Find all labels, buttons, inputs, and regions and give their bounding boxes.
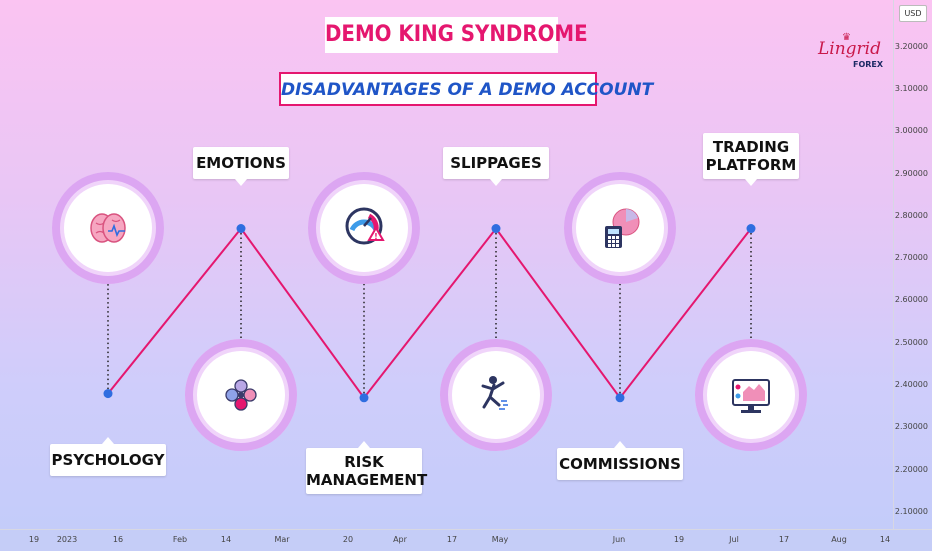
y-tick-label: 2.80000 <box>894 210 928 220</box>
point-label-text: SLIPPAGES <box>450 153 542 172</box>
x-tick-label: Aug <box>831 535 847 544</box>
icon-circle <box>185 339 297 451</box>
y-tick-label: 2.10000 <box>894 507 928 517</box>
svg-text:!: ! <box>374 232 378 241</box>
point-label-text: EMOTIONS <box>196 153 286 172</box>
crown-icon: ♛ <box>842 32 851 43</box>
y-tick-label: 2.50000 <box>894 337 928 347</box>
y-tick-label: 2.40000 <box>894 380 928 390</box>
monitor-chart-icon <box>732 379 770 413</box>
x-tick-label: May <box>491 535 509 544</box>
y-tick-label: 2.70000 <box>894 253 928 263</box>
logo-name: Lingrid <box>818 39 882 59</box>
point-label-text: COMMISSIONS <box>559 454 681 473</box>
chart-title: DEMO KING SYNDROME <box>325 17 588 53</box>
chart-subtitle: DISADVANTAGES OF A DEMO ACCOUNT <box>279 72 653 106</box>
point-label: EMOTIONS <box>193 146 289 186</box>
data-point <box>491 224 501 234</box>
x-tick-label: Feb <box>172 535 188 544</box>
x-tick-label: Jul <box>729 535 739 544</box>
point-label: PSYCHOLOGY <box>50 436 166 476</box>
icon-circle <box>564 172 676 284</box>
y-tick-label: 2.60000 <box>894 295 928 305</box>
x-tick-label: 19 <box>28 535 40 544</box>
icon-circle <box>695 339 807 451</box>
slipping-person-icon <box>481 376 508 410</box>
time-axis[interactable]: 19 2023 16 Feb 14 Mar 20 Apr 17 May Jun 19 Jul 17 Aug 1… <box>0 529 932 551</box>
data-point <box>103 389 113 399</box>
price-axis[interactable]: 3.20000 3.10000 3.00000 2.90000 2.80000 2.700… <box>893 0 932 529</box>
icon-circle <box>52 172 164 284</box>
emotions-icon <box>225 379 257 411</box>
point-label: COMMISSIONS <box>557 440 683 480</box>
brain-icon <box>90 213 126 243</box>
series-line <box>107 226 752 400</box>
x-tick-label: 19 <box>673 535 685 544</box>
icon-circle <box>440 339 552 451</box>
x-tick-label: Apr <box>393 535 407 544</box>
x-tick-label: 14 <box>879 535 891 544</box>
data-point <box>746 224 756 234</box>
logo-sub: FOREX <box>853 60 884 69</box>
lingrid-logo: ♛ Lingrid FOREX <box>818 32 884 73</box>
y-tick-label: 2.30000 <box>894 422 928 432</box>
x-tick-label: 20 <box>342 535 354 544</box>
y-tick-label: 3.00000 <box>894 126 928 136</box>
currency-button[interactable]: USD <box>899 5 927 22</box>
icon-circle: ! <box>308 172 420 284</box>
x-tick-label: 2023 <box>56 535 78 544</box>
y-tick-label: 3.10000 <box>894 83 928 93</box>
data-point <box>615 393 625 403</box>
point-label: SLIPPAGES <box>443 146 549 186</box>
data-point <box>236 224 246 234</box>
data-point <box>359 393 369 403</box>
y-tick-label: 3.20000 <box>894 41 928 51</box>
x-tick-label: 14 <box>220 535 232 544</box>
y-tick-label: 2.90000 <box>894 168 928 178</box>
point-label-text: PSYCHOLOGY <box>51 450 165 469</box>
x-tick-label: Mar <box>274 535 290 544</box>
x-tick-label: 17 <box>446 535 458 544</box>
risk-gauge-icon: ! <box>345 207 385 245</box>
x-tick-label: 17 <box>778 535 790 544</box>
x-tick-label: Jun <box>612 535 626 544</box>
calculator-chart-icon <box>605 208 640 248</box>
x-tick-label: 16 <box>112 535 124 544</box>
y-tick-label: 2.20000 <box>894 464 928 474</box>
